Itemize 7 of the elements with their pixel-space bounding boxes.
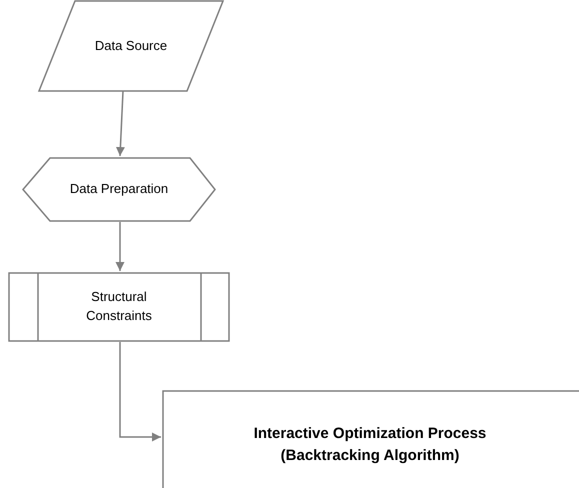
arrow <box>116 222 124 271</box>
node-label: Interactive Optimization Process (Backtracking Algorithm) <box>252 424 488 466</box>
node-label: Structural Constraints <box>85 288 153 325</box>
arrow <box>116 90 125 156</box>
node-label: Data Source <box>94 36 168 55</box>
arrow <box>119 342 161 442</box>
node-label: Data Preparation <box>69 180 169 198</box>
